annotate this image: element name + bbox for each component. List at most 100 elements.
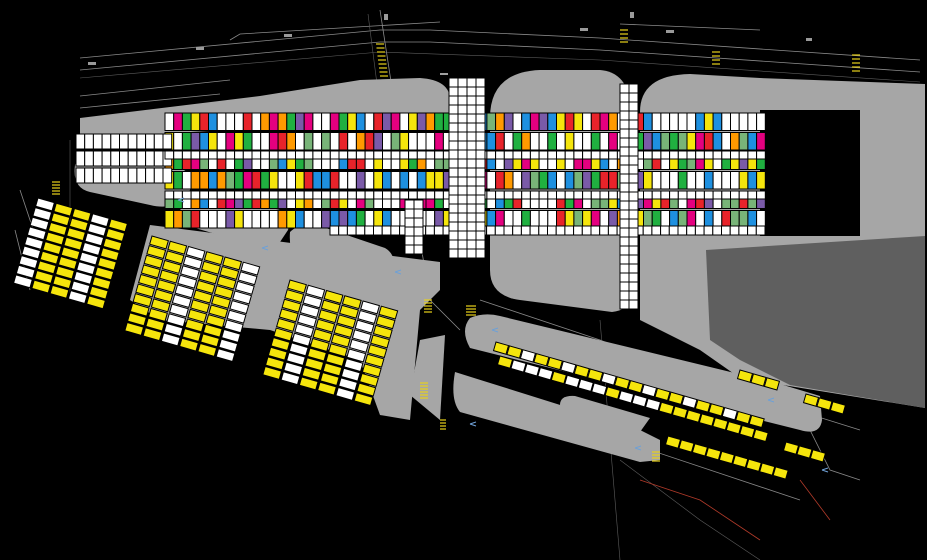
direction-arrows	[177, 197, 829, 473]
parking-stall	[360, 300, 381, 315]
parking-stall	[225, 150, 236, 160]
spine-stall	[448, 167, 459, 178]
parking-stall	[268, 150, 279, 160]
container-stall	[564, 132, 575, 151]
container-stall	[242, 132, 253, 151]
spine-stall	[404, 235, 415, 246]
parking-stall	[12, 274, 33, 289]
container-stall	[408, 112, 418, 131]
parking-stall	[153, 167, 164, 184]
container-stall	[643, 132, 653, 151]
parking-stall	[346, 348, 367, 363]
bus-parking-row	[736, 369, 781, 391]
parking-stall	[21, 245, 42, 260]
parking-stall	[71, 207, 92, 222]
parking-stall	[102, 237, 123, 252]
container-stall	[312, 132, 323, 151]
parking-stall	[367, 344, 388, 359]
parking-stall	[667, 391, 685, 406]
parking-stall	[319, 371, 340, 387]
parking-stall	[142, 327, 163, 342]
container-stall	[643, 210, 653, 229]
container-stall	[208, 171, 218, 190]
parking-stall	[216, 150, 227, 160]
spine-stall	[619, 236, 630, 247]
container-stall	[756, 171, 766, 190]
parking-stall	[721, 190, 731, 200]
container-stall	[651, 132, 662, 151]
parking-stall	[486, 225, 496, 236]
container-stall	[529, 171, 540, 190]
container-stall	[547, 112, 557, 131]
container-stall	[303, 171, 314, 190]
parking-stall	[26, 226, 47, 241]
parking-stall	[29, 216, 50, 231]
parking-stall	[677, 150, 688, 160]
parking-stall	[512, 225, 522, 236]
parking-stall	[86, 295, 106, 310]
parking-stall	[181, 327, 202, 343]
container-stall	[738, 210, 749, 229]
parking-stall	[694, 225, 705, 236]
parking-stall	[49, 284, 70, 299]
container-stall	[234, 112, 244, 131]
container-stall	[730, 112, 740, 131]
bus-parking-row	[492, 341, 765, 429]
container-stall	[286, 112, 296, 131]
parking-stall	[299, 303, 320, 318]
parking-stall	[375, 315, 396, 330]
container-stall	[355, 171, 366, 190]
container-stall	[173, 112, 183, 131]
container-stall	[590, 132, 601, 151]
parking-lot	[124, 235, 261, 363]
container-stall	[495, 210, 505, 229]
parking-stall	[564, 150, 575, 160]
main-parking-yard	[75, 112, 766, 236]
container-stall	[338, 112, 349, 131]
parking-stall	[573, 225, 583, 236]
parking-stall	[364, 150, 375, 160]
parking-stall	[92, 150, 103, 167]
parking-stall	[160, 332, 181, 347]
container-stall	[277, 112, 288, 131]
parking-stall	[15, 264, 36, 279]
parking-stall	[658, 401, 675, 416]
parking-stall	[503, 150, 514, 160]
parking-stall	[280, 371, 301, 386]
container-stall	[216, 210, 227, 229]
parking-stall	[105, 227, 126, 243]
parking-stall	[129, 302, 150, 317]
spine-stall	[628, 290, 639, 301]
parking-stall	[67, 289, 88, 305]
parking-stall	[143, 254, 164, 269]
parking-stall	[809, 449, 827, 463]
parking-stall	[669, 190, 679, 200]
parking-stall	[295, 190, 305, 200]
parking-stall	[519, 349, 537, 363]
parking-stall	[173, 150, 183, 160]
container-stall	[556, 171, 566, 190]
container-stall	[364, 210, 375, 229]
spine-stall	[619, 227, 630, 238]
spine-stall	[628, 299, 639, 310]
parking-stall	[492, 341, 510, 355]
container-stall	[669, 112, 679, 131]
spine-stall	[466, 167, 477, 178]
spine-stall	[466, 248, 477, 259]
parking-stall	[297, 313, 317, 328]
parking-stall	[164, 250, 185, 265]
parking-stall	[390, 190, 401, 200]
container-stall	[347, 112, 357, 131]
parking-stall	[573, 364, 590, 379]
parking-stall	[321, 190, 331, 200]
container-stall	[164, 112, 175, 131]
spine-stall	[457, 140, 468, 151]
parking-stall	[303, 150, 314, 160]
spine-stall	[628, 92, 639, 103]
parking-stall	[416, 190, 427, 200]
parking-stall	[92, 133, 103, 150]
container-stall	[712, 171, 723, 190]
parking-stall	[330, 333, 351, 348]
road-marking-icon	[384, 14, 388, 20]
container-stall	[382, 210, 392, 229]
